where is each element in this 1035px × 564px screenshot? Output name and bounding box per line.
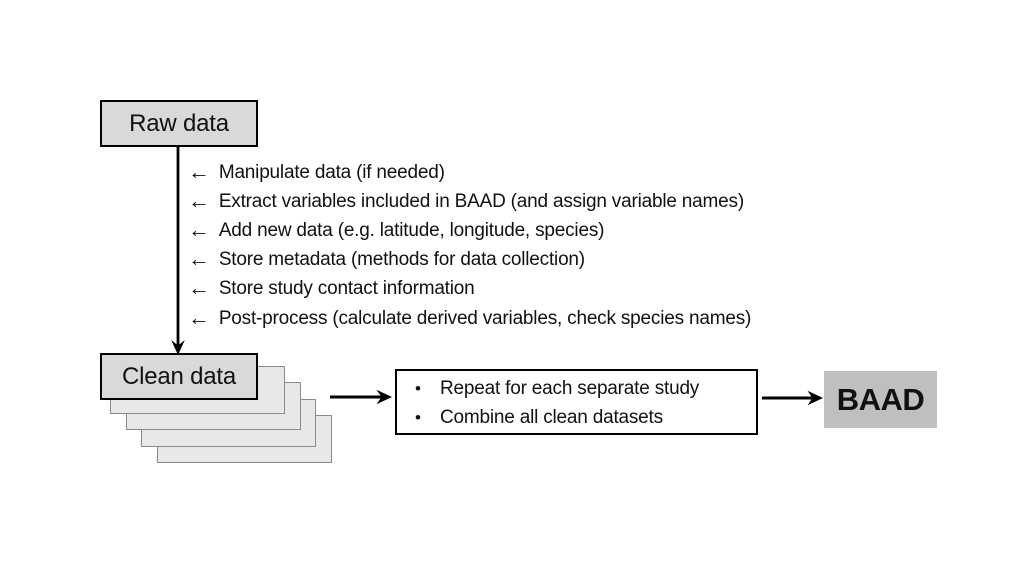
processing-steps-list: ← Manipulate data (if needed) ← Extract … <box>188 158 751 333</box>
left-arrow-icon: ← <box>188 246 210 272</box>
baad-label: BAAD <box>836 381 925 417</box>
bullet-icon: • <box>415 407 421 427</box>
combine-step-label: Repeat for each separate study <box>440 377 700 399</box>
clean-data-label: Clean data <box>121 362 237 390</box>
left-arrow-icon: ← <box>188 216 210 242</box>
right-arrow-connector <box>762 390 823 406</box>
left-arrow-icon: ← <box>188 275 210 301</box>
processing-step: ← Post-process (calculate derived variab… <box>188 304 751 333</box>
combine-step: • Repeat for each separate study <box>415 374 699 403</box>
clean-data-box: Clean data <box>100 353 258 400</box>
processing-step-label: Store study contact information <box>218 278 475 300</box>
processing-step: ← Manipulate data (if needed) <box>188 158 751 187</box>
raw-data-box: Raw data <box>100 100 258 147</box>
processing-step-label: Store metadata (methods for data collect… <box>218 249 585 271</box>
left-arrow-icon: ← <box>188 158 210 184</box>
bullet-icon: • <box>415 378 421 398</box>
combine-steps-box: • Repeat for each separate study • Combi… <box>395 369 758 435</box>
processing-step: ← Store metadata (methods for data colle… <box>188 246 751 275</box>
processing-step: ← Add new data (e.g. latitude, longitude… <box>188 216 751 245</box>
processing-step-label: Manipulate data (if needed) <box>218 161 445 183</box>
processing-step-label: Post-process (calculate derived variable… <box>218 307 752 329</box>
right-arrow-connector <box>330 389 392 405</box>
processing-step-label: Extract variables included in BAAD (and … <box>218 190 744 212</box>
combine-steps-list: • Repeat for each separate study • Combi… <box>397 371 699 432</box>
raw-data-label: Raw data <box>129 109 229 137</box>
baad-box: BAAD <box>824 371 937 428</box>
left-arrow-icon: ← <box>188 187 210 213</box>
combine-step-label: Combine all clean datasets <box>440 406 663 428</box>
combine-step: • Combine all clean datasets <box>415 403 699 432</box>
down-arrow-connector <box>171 147 185 355</box>
processing-step: ← Store study contact information <box>188 275 751 304</box>
processing-step: ← Extract variables included in BAAD (an… <box>188 187 751 216</box>
processing-step-label: Add new data (e.g. latitude, longitude, … <box>218 219 605 241</box>
left-arrow-icon: ← <box>188 304 210 330</box>
